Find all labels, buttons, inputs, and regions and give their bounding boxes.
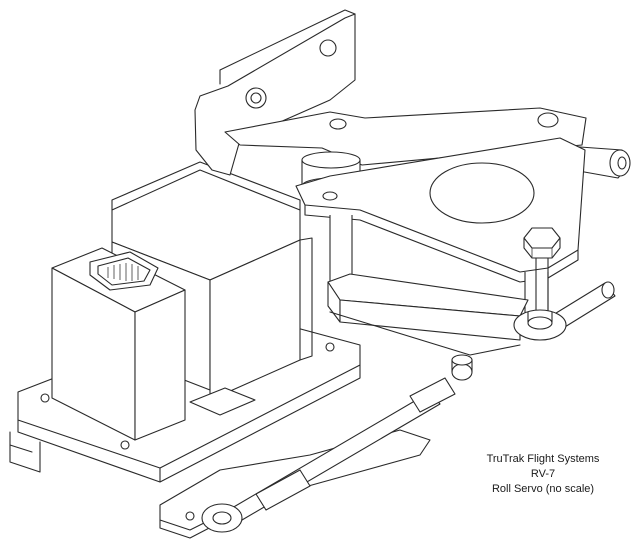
support-bar bbox=[327, 273, 529, 356]
hex-bolt bbox=[523, 227, 561, 321]
caption-model: RV-7 bbox=[530, 468, 556, 480]
output-rod-end bbox=[513, 281, 616, 341]
linkage-rod bbox=[201, 354, 473, 533]
electronics-box bbox=[51, 247, 186, 441]
caption-company: TruTrak Flight Systems bbox=[486, 453, 600, 465]
drawing-caption: TruTrak Flight Systems RV-7 Roll Servo (… bbox=[448, 452, 638, 497]
triangular-mount-plate bbox=[295, 137, 586, 283]
caption-description: Roll Servo (no scale) bbox=[491, 483, 595, 495]
db-connector bbox=[89, 251, 159, 291]
